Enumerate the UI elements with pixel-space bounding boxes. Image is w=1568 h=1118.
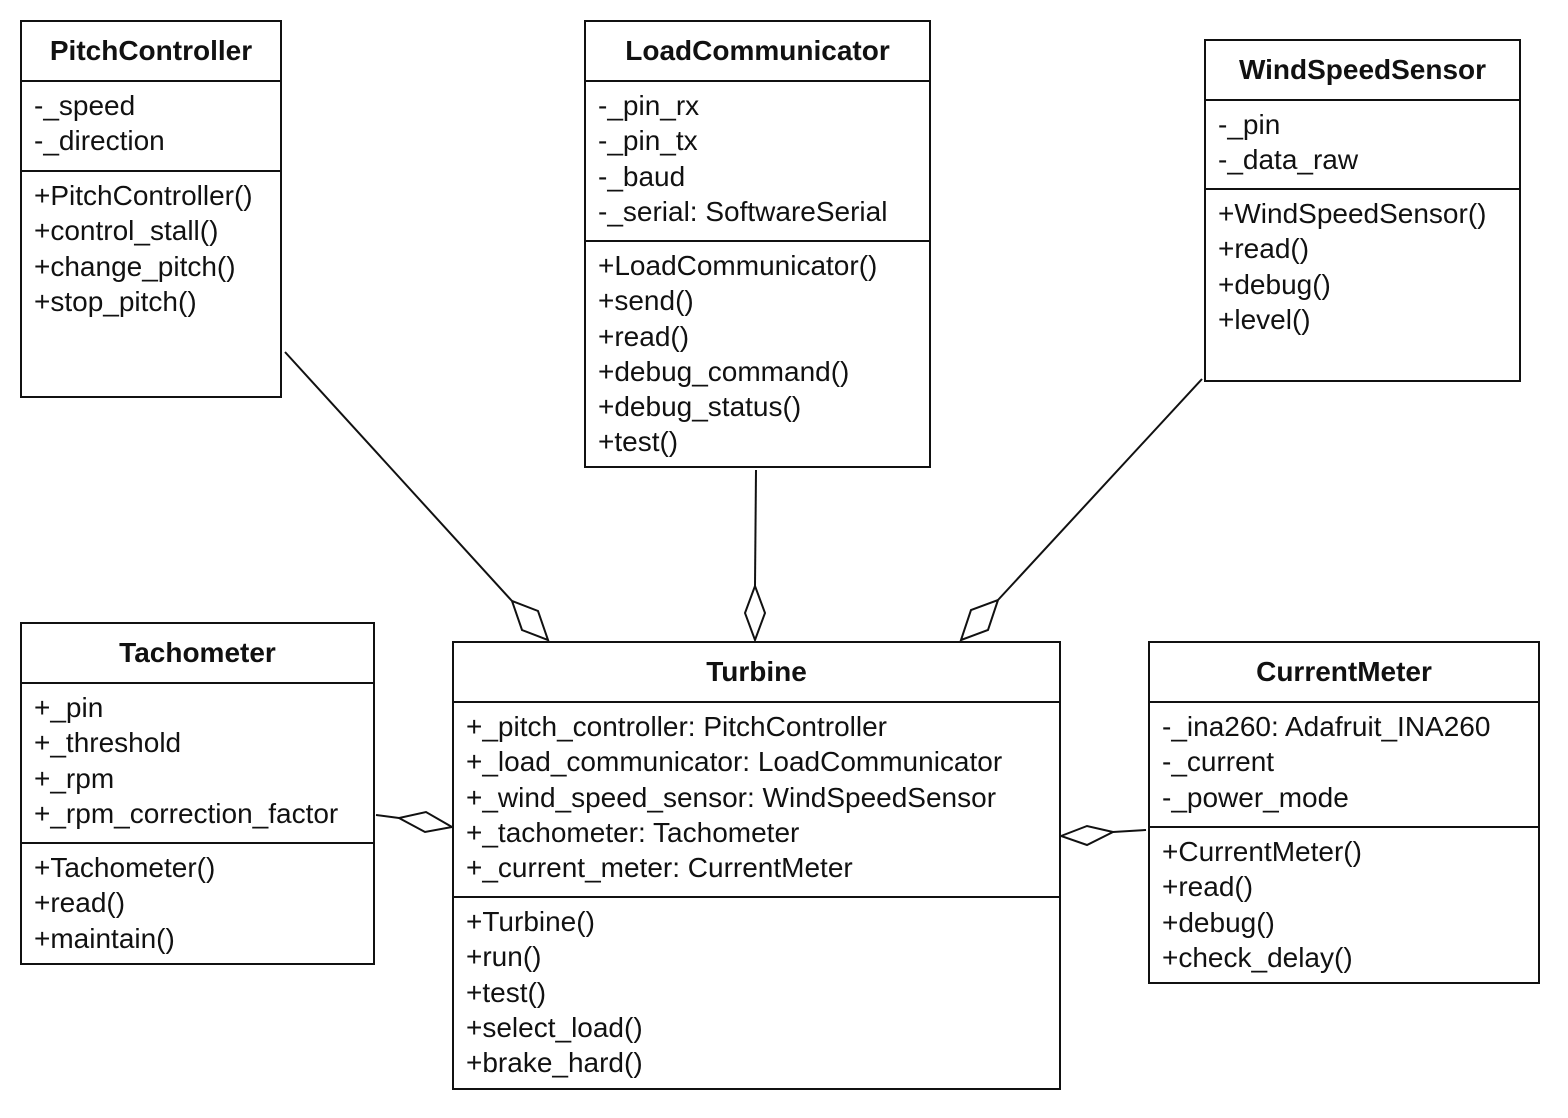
- method: +read(): [1218, 233, 1310, 265]
- attribute: +_threshold: [34, 727, 182, 759]
- method: +send(): [598, 285, 694, 317]
- attribute: +_load_communicator: LoadCommunicator: [466, 746, 1003, 778]
- method: +PitchController(): [34, 180, 253, 211]
- method: +Turbine(): [466, 906, 595, 937]
- aggregation-pitch-to-turbine: [284, 351, 550, 642]
- method: +debug_status(): [598, 391, 802, 423]
- method: +CurrentMeter(): [1162, 836, 1362, 867]
- method-list: +CurrentMeter() +read() +debug() +check_…: [1150, 828, 1538, 982]
- class-name: CurrentMeter: [1150, 643, 1538, 703]
- class-pitch-controller[interactable]: PitchController -_speed -_direction +Pit…: [20, 20, 282, 398]
- attribute: +_tachometer: Tachometer: [466, 816, 800, 848]
- aggregation-wind-to-turbine: [959, 378, 1203, 642]
- attribute: +_pitch_controller: PitchController: [466, 711, 887, 742]
- method: +check_delay(): [1162, 941, 1353, 973]
- method: +test(): [466, 976, 547, 1008]
- method: +debug(): [1218, 268, 1331, 300]
- attribute: -_pin_tx: [598, 125, 698, 157]
- attribute-list: +_pitch_controller: PitchController +_lo…: [454, 703, 1059, 898]
- class-current-meter[interactable]: CurrentMeter -_ina260: Adafruit_INA260 -…: [1148, 641, 1540, 984]
- method-list: +WindSpeedSensor() +read() +debug() +lev…: [1206, 190, 1519, 380]
- method-list: +PitchController() +control_stall() +cha…: [22, 172, 280, 396]
- method: +debug(): [1162, 906, 1275, 938]
- method: +stop_pitch(): [34, 285, 197, 317]
- class-wind-speed-sensor[interactable]: WindSpeedSensor -_pin -_data_raw +WindSp…: [1204, 39, 1521, 382]
- attribute: -_pin_rx: [598, 90, 700, 121]
- attribute: -_pin: [1218, 109, 1281, 140]
- method: +Tachometer(): [34, 852, 216, 883]
- method-list: +Turbine() +run() +test() +select_load()…: [454, 898, 1059, 1088]
- attribute: -_serial: SoftwareSerial: [598, 195, 888, 227]
- method: +read(): [34, 887, 126, 919]
- method: +level(): [1218, 303, 1311, 335]
- method: +maintain(): [34, 922, 175, 954]
- method: +control_stall(): [34, 215, 219, 247]
- method: +read(): [598, 320, 690, 352]
- method: +select_load(): [466, 1011, 643, 1043]
- attribute: +_rpm: [34, 762, 115, 794]
- method: +WindSpeedSensor(): [1218, 198, 1487, 229]
- attribute: +_current_meter: CurrentMeter: [466, 852, 853, 884]
- aggregation-current-to-turbine: [1058, 824, 1147, 847]
- class-name: Tachometer: [22, 624, 373, 684]
- method-list: +LoadCommunicator() +send() +read() +deb…: [586, 242, 929, 466]
- class-turbine[interactable]: Turbine +_pitch_controller: PitchControl…: [452, 641, 1061, 1090]
- aggregation-diamond-wind: [959, 598, 1000, 642]
- attribute: -_baud: [598, 160, 686, 192]
- aggregation-diamond-load: [743, 583, 767, 643]
- class-tachometer[interactable]: Tachometer +_pin +_threshold +_rpm +_rpm…: [20, 622, 375, 965]
- method: +test(): [598, 426, 679, 458]
- method-list: +Tachometer() +read() +maintain(): [22, 844, 373, 963]
- attribute: -_speed: [34, 90, 136, 121]
- attribute: +_pin: [34, 692, 104, 723]
- method: +read(): [1162, 871, 1254, 903]
- aggregation-diamond-current: [1058, 824, 1116, 847]
- attribute: -_ina260: Adafruit_INA260: [1162, 711, 1491, 742]
- class-name: PitchController: [22, 22, 280, 82]
- method: +change_pitch(): [34, 250, 236, 282]
- attribute-list: -_speed -_direction: [22, 82, 280, 172]
- aggregation-diamond-tacho: [396, 810, 455, 834]
- aggregation-diamond-pitch: [510, 599, 550, 642]
- attribute: -_data_raw: [1218, 144, 1359, 176]
- attribute: +_wind_speed_sensor: WindSpeedSensor: [466, 781, 997, 813]
- method: +LoadCommunicator(): [598, 250, 878, 281]
- attribute-list: -_pin_rx -_pin_tx -_baud -_serial: Softw…: [586, 82, 929, 242]
- attribute: +_rpm_correction_factor: [34, 797, 339, 829]
- attribute: -_current: [1162, 746, 1275, 778]
- class-load-communicator[interactable]: LoadCommunicator -_pin_rx -_pin_tx -_bau…: [584, 20, 931, 468]
- attribute-list: -_pin -_data_raw: [1206, 101, 1519, 190]
- method: +brake_hard(): [466, 1047, 643, 1079]
- class-name: WindSpeedSensor: [1206, 41, 1519, 101]
- attribute: -_direction: [34, 125, 165, 157]
- method: +debug_command(): [598, 355, 850, 387]
- attribute-list: -_ina260: Adafruit_INA260 -_current -_po…: [1150, 703, 1538, 828]
- attribute: -_power_mode: [1162, 781, 1349, 813]
- class-name: Turbine: [454, 643, 1059, 703]
- method: +run(): [466, 941, 542, 973]
- aggregation-load-to-turbine: [743, 469, 767, 643]
- attribute-list: +_pin +_threshold +_rpm +_rpm_correction…: [22, 684, 373, 844]
- class-name: LoadCommunicator: [586, 22, 929, 82]
- aggregation-tacho-to-turbine: [375, 810, 455, 834]
